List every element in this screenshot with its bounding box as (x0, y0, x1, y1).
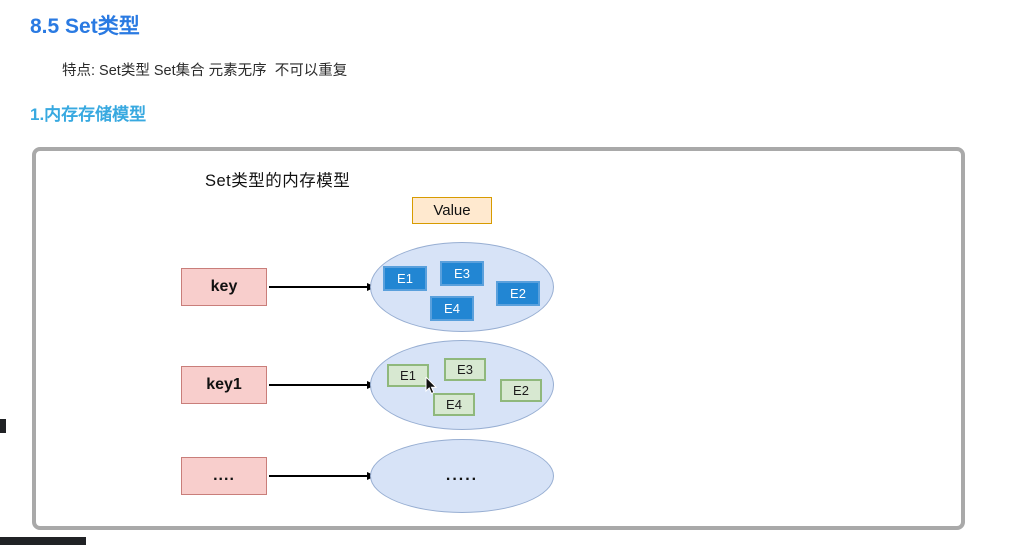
mouse-cursor-icon (425, 377, 438, 395)
value-label: Value (433, 202, 471, 219)
element-box: E3 (440, 261, 484, 286)
ellipsis-text: ..... (445, 467, 479, 484)
diagram-title: Set类型的内存模型 (205, 172, 351, 190)
diagram-panel: Set类型的内存模型 Value key E1 E3 E2 E4 key1 E1… (32, 147, 965, 530)
section-heading: 1.内存存储模型 (30, 105, 147, 124)
element-box: E2 (496, 281, 540, 306)
set-ellipse: ..... (370, 439, 554, 513)
key-box: key1 (181, 366, 267, 404)
video-artifact (0, 537, 86, 545)
arrow (269, 472, 376, 479)
key-box: key (181, 268, 267, 306)
page-title: 8.5 Set类型 (30, 15, 140, 38)
dots-key-box: .... (181, 457, 267, 495)
feature-text: 特点: Set类型 Set集合 元素无序 不可以重复 (62, 63, 348, 79)
arrow (269, 381, 376, 388)
element-box: E1 (387, 364, 429, 387)
arrow (269, 283, 376, 290)
element-box: E4 (430, 296, 474, 321)
element-box: E3 (444, 358, 486, 381)
element-box: E4 (433, 393, 475, 416)
element-box: E1 (383, 266, 427, 291)
value-label-box: Value (412, 197, 492, 224)
video-artifact (0, 419, 6, 433)
element-box: E2 (500, 379, 542, 402)
